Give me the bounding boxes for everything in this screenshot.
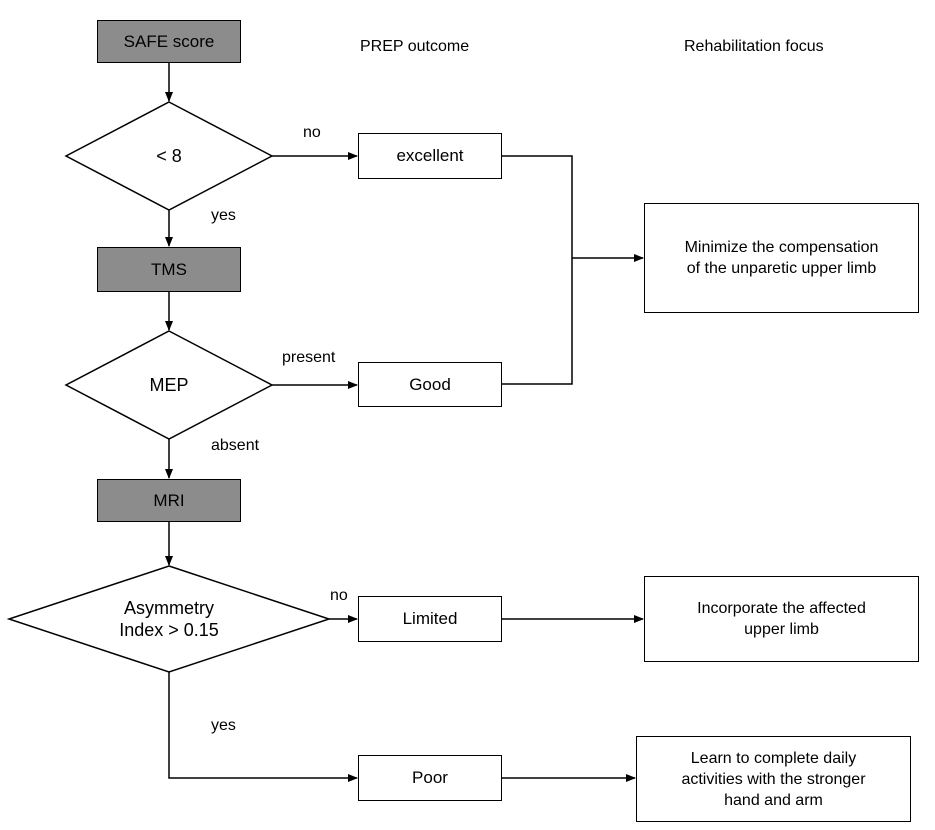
edge-label-d2-present: present [282, 349, 336, 366]
prep-outcome-header: PREP outcome [360, 38, 470, 55]
edge-label-d3-yes: yes [211, 717, 236, 734]
safe-score-box: SAFE score [97, 20, 241, 63]
edge-label-d2-absent: absent [211, 437, 260, 454]
focus-3-line3: hand and arm [724, 791, 823, 809]
focus-2-line2: upper limb [744, 621, 819, 638]
decision-3-line1: Asymmetry [124, 598, 214, 618]
focus-minimize-compensation-box: Minimize the compensation of the unparet… [644, 203, 919, 313]
focus-1-line2: of the unparetic upper limb [686, 260, 877, 277]
edge-label-d1-yes: yes [211, 207, 236, 224]
decision-2-text: MEP [149, 375, 189, 395]
focus-incorporate-limb-box: Incorporate the affected upper limb [644, 576, 919, 662]
focus-2-line1: Incorporate the affected [697, 600, 866, 617]
rehabilitation-focus-header: Rehabilitation focus [684, 38, 824, 55]
outcome-good-box: Good [358, 362, 502, 407]
focus-3-line2: activities with the stronger [681, 770, 866, 788]
decision-3-text: Asymmetry Index > 0.15 [80, 594, 258, 644]
edge-label-d3-no: no [330, 587, 348, 604]
focus-daily-activities-box: Learn to complete daily activities with … [636, 736, 911, 822]
decision-1-text: < 8 [156, 146, 182, 166]
decision-3-line2: Index > 0.15 [119, 620, 219, 640]
outcome-limited-box: Limited [358, 596, 502, 642]
edge-label-d1-no: no [303, 124, 321, 141]
focus-1-line1: Minimize the compensation [684, 239, 879, 256]
mri-box: MRI [97, 479, 241, 522]
outcome-excellent-box: excellent [358, 133, 502, 179]
focus-3-line1: Learn to complete daily [690, 749, 857, 767]
outcome-poor-box: Poor [358, 755, 502, 801]
tms-box: TMS [97, 247, 241, 292]
